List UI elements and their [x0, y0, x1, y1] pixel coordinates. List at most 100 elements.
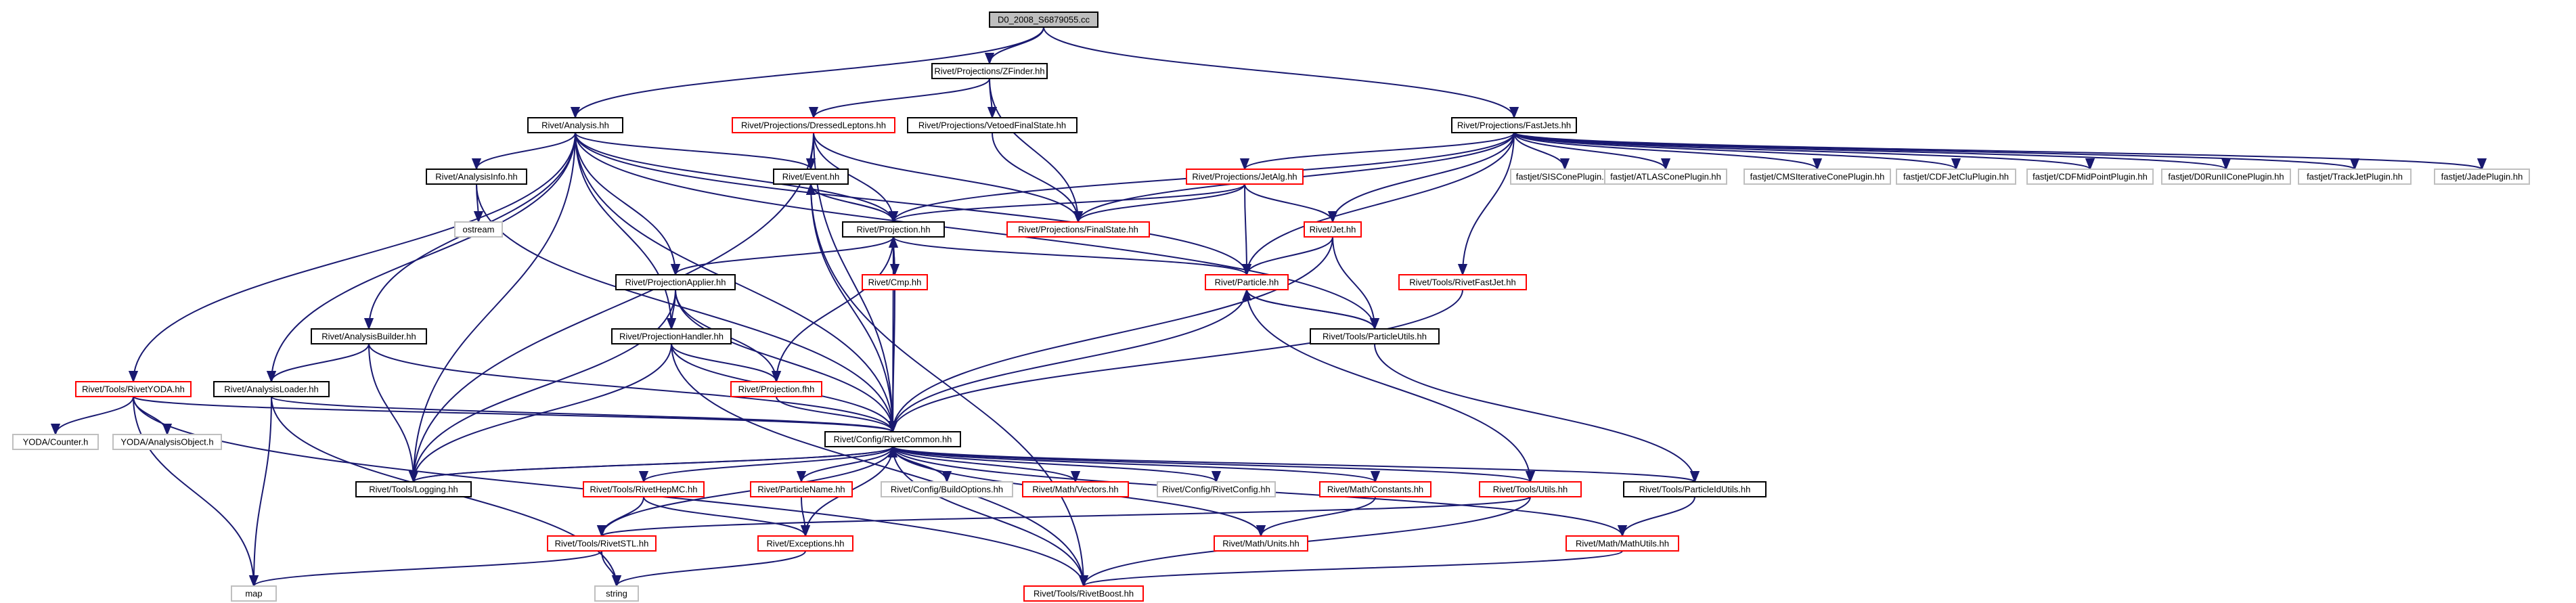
node-box: [12, 434, 99, 450]
edge-event-to-rivetboost: [810, 183, 1089, 587]
node-fastjets[interactable]: Rivet/Projections/FastJets.hh: [1451, 117, 1577, 133]
edge-projection-to-projapplier: [670, 236, 894, 276]
node-string[interactable]: string: [594, 585, 639, 602]
node-analysis[interactable]: Rivet/Analysis.hh: [527, 117, 623, 133]
node-projhandler[interactable]: Rivet/ProjectionHandler.hh: [611, 328, 732, 344]
node-rivetstl[interactable]: Rivet/Tools/RivetSTL.hh: [547, 535, 657, 552]
node-rivetyoda[interactable]: Rivet/Tools/RivetYODA.hh: [75, 381, 192, 397]
node-dressed[interactable]: Rivet/Projections/DressedLeptons.hh: [732, 117, 895, 133]
node-exceptions[interactable]: Rivet/Exceptions.hh: [757, 535, 853, 552]
edges-layer: [50, 26, 2487, 587]
node-projection[interactable]: Rivet/Projection.hh: [842, 221, 945, 238]
node-label: Rivet/Math/Constants.hh: [1327, 485, 1423, 495]
node-box: [547, 535, 657, 552]
node-label: fastjet/CMSIterativeConePlugin.hh: [1750, 172, 1885, 182]
edge-root-to-zfinder: [984, 26, 1044, 65]
node-particleidutils[interactable]: Rivet/Tools/ParticleIdUtils.hh: [1623, 481, 1767, 497]
node-units[interactable]: Rivet/Math/Units.hh: [1214, 535, 1308, 552]
node-yodaobject[interactable]: YODA/AnalysisObject.h: [112, 434, 222, 450]
node-event[interactable]: Rivet/Event.hh: [773, 169, 849, 185]
node-projapplier[interactable]: Rivet/ProjectionApplier.hh: [615, 274, 736, 290]
edge-projection-to-event: [805, 183, 894, 223]
node-box: [1451, 117, 1577, 133]
edge-particle-to-rivetcommon: [887, 289, 1247, 433]
node-particlename[interactable]: Rivet/ParticleName.hh: [750, 481, 853, 497]
node-box: [1186, 169, 1304, 185]
node-label: Rivet/Tools/ParticleUtils.hh: [1323, 332, 1427, 342]
node-vetoed[interactable]: Rivet/Projections/VetoedFinalState.hh: [907, 117, 1078, 133]
edge-rivetcommon-to-vectors: [892, 446, 1081, 483]
node-jade[interactable]: fastjet/JadePlugin.hh: [2434, 169, 2530, 185]
node-box: [1006, 221, 1150, 238]
node-utils[interactable]: Rivet/Tools/Utils.hh: [1479, 481, 1582, 497]
node-box: [1310, 328, 1440, 344]
node-jet[interactable]: Rivet/Jet.hh: [1304, 221, 1362, 238]
node-root[interactable]: D0_2008_S6879055.cc: [989, 12, 1098, 28]
edge-analysis-to-projhandler: [575, 132, 677, 330]
edge-fastjets-to-jade: [1513, 132, 2487, 171]
node-particleutils[interactable]: Rivet/Tools/ParticleUtils.hh: [1310, 328, 1440, 344]
node-box: [1398, 274, 1527, 290]
node-finalstate[interactable]: Rivet/Projections/FinalState.hh: [1006, 221, 1150, 238]
node-label: Rivet/Projections/ZFinder.hh: [934, 66, 1044, 76]
node-label: fastjet/CDFMidPointPlugin.hh: [2033, 172, 2148, 182]
node-mathutils[interactable]: Rivet/Math/MathUtils.hh: [1565, 535, 1679, 552]
edge-analysisbuilder-to-rivetcommon: [368, 343, 898, 433]
node-box: [750, 481, 853, 497]
node-label: fastjet/JadePlugin.hh: [2441, 172, 2523, 182]
nodes-layer: D0_2008_S6879055.ccRivet/Projections/ZFi…: [12, 12, 2530, 602]
node-label: Rivet/AnalysisBuilder.hh: [321, 332, 416, 342]
node-box: [730, 381, 822, 397]
node-ostream[interactable]: ostream: [454, 221, 503, 238]
node-analysisbuilder[interactable]: Rivet/AnalysisBuilder.hh: [311, 328, 427, 344]
node-box: [2161, 169, 2291, 185]
node-atlascone[interactable]: fastjet/ATLASConePlugin.hh: [1604, 169, 1727, 185]
edge-zfinder-to-dressed: [808, 78, 990, 119]
edge-dressed-to-rivetcommon: [813, 132, 898, 433]
node-label: Rivet/ParticleName.hh: [757, 485, 845, 495]
edge-fastjets-to-cmscone: [1513, 132, 1822, 171]
edge-analysis-to-event: [575, 132, 816, 171]
node-d0run[interactable]: fastjet/D0RunIIConePlugin.hh: [2161, 169, 2291, 185]
node-label: map: [245, 589, 262, 599]
edge-rivetfastjet-to-rivetcommon: [887, 289, 1463, 433]
node-rivethepmc[interactable]: Rivet/Tools/RivetHepMC.hh: [583, 481, 705, 497]
node-vectors[interactable]: Rivet/Math/Vectors.hh: [1022, 481, 1129, 497]
node-zfinder[interactable]: Rivet/Projections/ZFinder.hh: [931, 63, 1048, 79]
edge-analysis-to-particle: [575, 132, 1252, 276]
node-map[interactable]: map: [231, 585, 277, 602]
node-projfhh[interactable]: Rivet/Projection.fhh: [730, 381, 822, 397]
node-label: Rivet/Projection.hh: [856, 225, 930, 235]
node-rivetconfig[interactable]: Rivet/Config/RivetConfig.hh: [1157, 481, 1276, 497]
node-analysisinfo[interactable]: Rivet/AnalysisInfo.hh: [426, 169, 527, 185]
node-label: Rivet/Tools/RivetBoost.hh: [1034, 589, 1134, 599]
edge-jet-to-particleutils: [1332, 236, 1380, 330]
edge-fastjets-to-cdfjetclu: [1513, 132, 1961, 171]
node-box: [2026, 169, 2154, 185]
node-yodacounter[interactable]: YODA/Counter.h: [12, 434, 99, 450]
node-box: [1319, 481, 1431, 497]
node-constants[interactable]: Rivet/Math/Constants.hh: [1319, 481, 1431, 497]
node-cdfjetclu[interactable]: fastjet/CDFJetCluPlugin.hh: [1896, 169, 2016, 185]
node-jetalg[interactable]: Rivet/Projections/JetAlg.hh: [1186, 169, 1304, 185]
node-rivetboost[interactable]: Rivet/Tools/RivetBoost.hh: [1023, 585, 1144, 602]
node-rivetcommon[interactable]: Rivet/Config/RivetCommon.hh: [824, 431, 961, 447]
node-trackjet[interactable]: fastjet/TrackJetPlugin.hh: [2298, 169, 2412, 185]
edge-analysis-to-analysisinfo: [471, 132, 576, 171]
edge-jetalg-to-jet: [1244, 183, 1338, 223]
node-buildoptions[interactable]: Rivet/Config/BuildOptions.hh: [881, 481, 1013, 497]
node-box: [1157, 481, 1276, 497]
node-logging[interactable]: Rivet/Tools/Logging.hh: [355, 481, 472, 497]
edge-cmp-to-projection: [888, 236, 899, 275]
node-particle[interactable]: Rivet/Particle.hh: [1205, 274, 1289, 290]
node-label: Rivet/Projections/DressedLeptons.hh: [741, 120, 886, 131]
node-label: Rivet/ProjectionApplier.hh: [625, 277, 726, 288]
node-label: Rivet/Exceptions.hh: [767, 539, 845, 549]
node-analysisloader[interactable]: Rivet/AnalysisLoader.hh: [213, 381, 330, 397]
node-cdfmid[interactable]: fastjet/CDFMidPointPlugin.hh: [2026, 169, 2154, 185]
node-siscone[interactable]: fastjet/SISConePlugin.hh: [1510, 169, 1620, 185]
node-cmscone[interactable]: fastjet/CMSIterativeConePlugin.hh: [1744, 169, 1891, 185]
node-cmp[interactable]: Rivet/Cmp.hh: [862, 274, 928, 290]
edge-fastjets-to-particle: [1241, 132, 1515, 276]
node-rivetfastjet[interactable]: Rivet/Tools/RivetFastJet.hh: [1398, 274, 1527, 290]
